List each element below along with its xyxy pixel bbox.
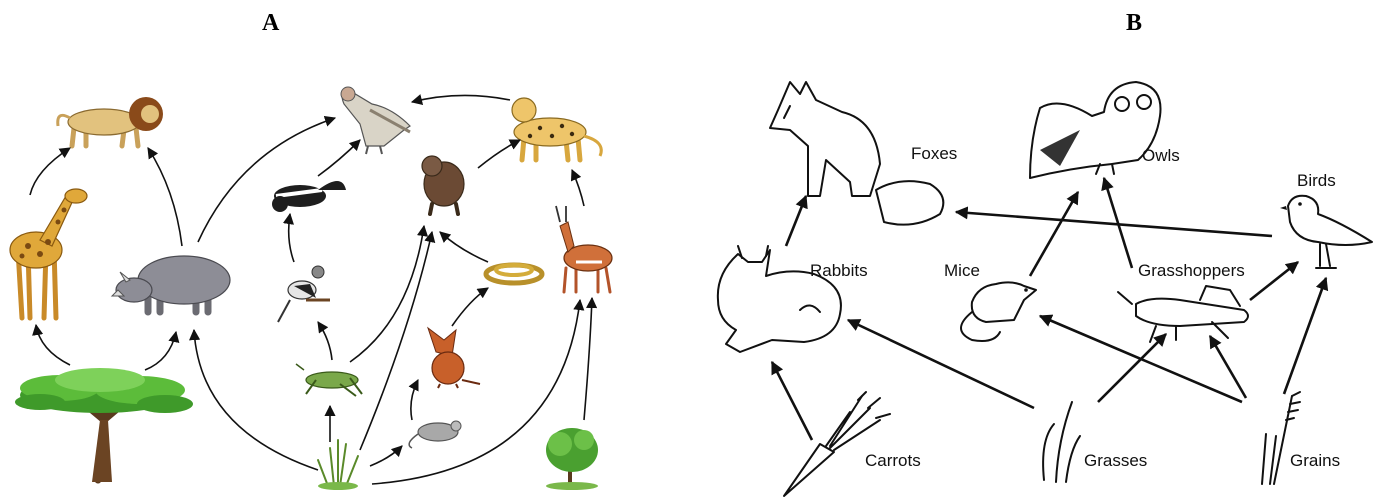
caracal-icon <box>428 328 480 388</box>
label-carrots: Carrots <box>865 451 921 470</box>
skunk-icon <box>272 181 346 212</box>
panel-b: Foxes Owls Birds Rabbits <box>718 82 1372 496</box>
giraffe-icon <box>10 189 87 318</box>
label-birds: Birds <box>1297 171 1336 190</box>
snake-icon <box>486 265 542 283</box>
arrow-birds-foxes <box>956 212 1272 236</box>
label-foxes: Foxes <box>911 144 957 163</box>
grains-icon <box>1262 392 1300 484</box>
acacia-tree-icon <box>15 368 193 482</box>
arrow-rhino-lion <box>148 148 182 246</box>
arrow-baboon-cheetah <box>478 140 520 168</box>
bird-icon <box>1280 196 1372 268</box>
label-grasshoppers: Grasshoppers <box>1138 261 1245 280</box>
arrow-cheetah-vulture <box>412 95 510 102</box>
arrow-snake-baboon <box>440 232 488 262</box>
arrow-grass-mouse <box>370 446 402 466</box>
arrow-grains-grasshoppers <box>1210 336 1246 398</box>
arrow-tree-giraffe <box>36 325 70 365</box>
gazelle-icon <box>556 206 612 292</box>
label-rabbits: Rabbits <box>810 261 868 280</box>
label-mice: Mice <box>944 261 980 280</box>
label-grasses: Grasses <box>1084 451 1147 470</box>
baboon-icon <box>422 156 464 214</box>
arrow-caracal-snake <box>452 288 488 326</box>
grass-tuft-icon <box>318 440 358 490</box>
panel-a <box>10 87 612 490</box>
label-grains: Grains <box>1290 451 1340 470</box>
bush-icon <box>546 428 598 490</box>
arrow-mice-owls <box>1030 192 1078 276</box>
owl-icon <box>1030 82 1161 178</box>
arrow-rabbits-foxes <box>786 196 806 246</box>
arrow-grass-baboon <box>360 232 432 450</box>
arrow-grains-birds <box>1284 278 1326 394</box>
vulture-icon <box>341 87 410 154</box>
arrow-giraffe-lion <box>30 148 70 195</box>
arrow-rhino-vulture <box>198 118 335 242</box>
label-owls: Owls <box>1142 146 1180 165</box>
carrot-icon <box>784 392 890 496</box>
rhino-icon <box>112 256 230 312</box>
grasses-icon <box>1043 402 1080 482</box>
arrow-bush-gazelle <box>584 298 592 420</box>
arrow-tree-rhino <box>145 332 176 370</box>
arrow-shrike-skunk <box>289 214 294 262</box>
arrow-mouse-caracal <box>411 380 418 420</box>
mouse-b-icon <box>961 282 1036 341</box>
lion-icon <box>58 97 163 146</box>
cheetah-icon <box>512 98 601 160</box>
arrow-grasshopper-baboon <box>350 226 424 362</box>
grasshopper-a-icon <box>296 364 362 396</box>
mouse-a-icon <box>409 421 461 448</box>
arrow-grass-rhino <box>194 330 318 470</box>
arrow-grasshopper-shrike <box>318 322 332 360</box>
shrike-bird-icon <box>278 266 330 322</box>
grasshopper-b-icon <box>1118 286 1248 342</box>
arrow-skunk-vulture <box>318 140 360 176</box>
arrow-grasshoppers-birds <box>1250 262 1298 300</box>
arrow-grains-mice <box>1040 316 1242 402</box>
arrow-carrots-rabbits <box>772 362 812 440</box>
arrow-gazelle-cheetah <box>572 170 584 206</box>
arrow-grasses-rabbits <box>848 320 1034 408</box>
